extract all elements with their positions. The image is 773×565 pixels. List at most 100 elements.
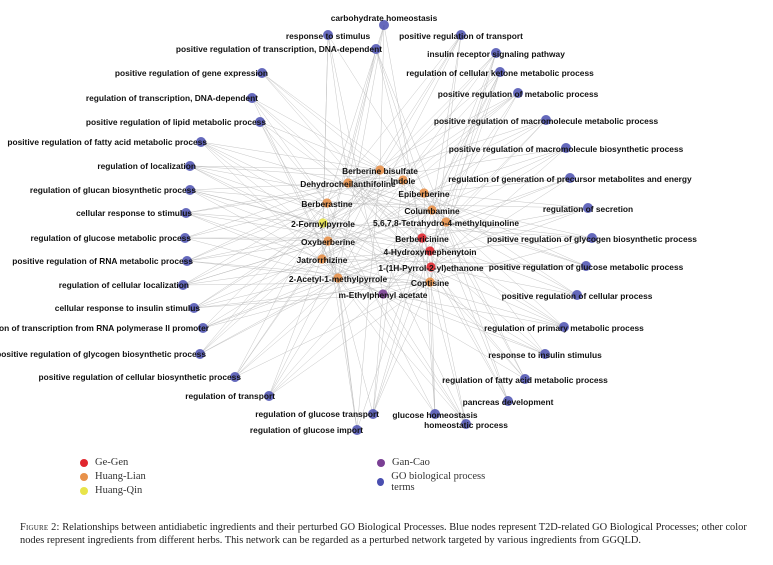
network-edge: [423, 192, 526, 380]
ingredient-node: [375, 165, 385, 175]
network-edge: [186, 240, 329, 262]
network-edge: [429, 71, 501, 283]
network-edge: [382, 71, 501, 295]
network-edge: [200, 141, 339, 279]
go-term-node: [247, 93, 257, 103]
legend-label-huang-qin: Huang-Qin: [95, 485, 143, 496]
go-term-node: [189, 303, 199, 313]
ingredient-node: [333, 273, 343, 283]
network-edge: [347, 147, 567, 184]
ingredient-node: [343, 178, 353, 188]
legend-dot-huang-qin: [80, 486, 88, 495]
network-edge: [182, 169, 381, 286]
go-term-node: [180, 233, 190, 243]
network-edge: [321, 258, 587, 267]
go-term-node: [565, 173, 575, 183]
network-edge: [259, 121, 423, 239]
network-edge: [445, 177, 571, 223]
network-edge: [200, 141, 381, 171]
network-edge: [251, 97, 328, 204]
network-edge: [375, 48, 432, 268]
network-edge: [268, 240, 329, 397]
legend-item-go-terms: GO biological process terms: [377, 471, 500, 493]
network-edge: [430, 266, 578, 296]
figure-caption: Figure 2: Relationships between antidiab…: [20, 521, 755, 548]
network-edge: [186, 202, 328, 262]
go-term-node: [491, 48, 501, 58]
ingredient-node: [419, 188, 429, 198]
ingredient-node: [398, 175, 408, 185]
network-edge: [186, 260, 339, 279]
go-term-label: regulation of transport: [185, 391, 275, 401]
legend-label-go-terms: GO biological process terms: [391, 471, 486, 493]
go-term-label: regulation of transcription, DNA-depende…: [86, 93, 258, 103]
legend-label-gan-cao: Gan-Cao: [392, 457, 430, 468]
legend-item-ge-gen: Ge-Gen: [80, 457, 128, 468]
network-edge: [421, 177, 571, 239]
network-edge: [430, 207, 589, 268]
network-edge: [402, 52, 497, 181]
network-edge: [189, 165, 329, 242]
network-edge: [186, 260, 431, 283]
network-edge: [184, 237, 329, 242]
network-edge: [337, 34, 462, 279]
network-edge: [382, 293, 565, 328]
network-edge: [202, 237, 423, 329]
network-edge: [337, 277, 358, 431]
go-term-node: [185, 161, 195, 171]
network-edge: [268, 250, 431, 397]
network-edge: [251, 97, 432, 268]
network-edge: [321, 48, 377, 260]
network-edge: [431, 71, 501, 211]
network-edge: [268, 209, 433, 397]
go-term-label: regulation of localization: [97, 161, 196, 171]
network-nodes: [178, 20, 597, 435]
ingredient-node: [425, 277, 435, 287]
ingredient-node: [323, 236, 333, 246]
network-edge: [382, 119, 547, 295]
network-edge: [402, 92, 519, 181]
network-edge: [430, 266, 509, 402]
network-edge: [382, 293, 467, 425]
network-edge: [379, 24, 385, 171]
network-edge: [193, 222, 324, 309]
ingredient-node: [318, 218, 328, 228]
network-edge: [182, 179, 404, 286]
network-edge: [234, 281, 431, 378]
legend-label-ge-gen: Ge-Gen: [95, 457, 129, 468]
legend: Ge-Gen Huang-Lian Huang-Qin Gan-Cao GO b…: [80, 457, 500, 517]
network-edge: [322, 222, 467, 425]
go-term-node: [195, 349, 205, 359]
network-edge: [182, 240, 329, 286]
network-edge: [379, 34, 462, 171]
network-edge: [259, 121, 329, 242]
go-term-label: positive regulation of glycogen biosynth…: [0, 349, 206, 359]
network-edge: [261, 72, 432, 268]
network-edge: [421, 207, 589, 239]
network-edge: [185, 182, 349, 214]
go-term-node: [230, 372, 240, 382]
network-edge: [202, 266, 432, 329]
network-edge: [234, 169, 381, 378]
network-edge: [347, 182, 526, 380]
go-term-node: [540, 349, 550, 359]
network-edge: [445, 147, 567, 223]
go-term-node: [461, 419, 471, 429]
go-term-node: [561, 143, 571, 153]
network-edge: [321, 258, 467, 425]
go-term-label: positive regulation of gene expression: [115, 68, 268, 78]
network-edge: [261, 72, 425, 194]
legend-dot-huang-lian: [80, 472, 88, 481]
ingredient-node: [378, 289, 388, 299]
go-term-node: [587, 233, 597, 243]
network-edge: [327, 34, 349, 184]
go-term-node: [495, 67, 505, 77]
go-term-label: regulation of glucose transport: [255, 409, 379, 419]
legend-item-huang-qin: Huang-Qin: [80, 485, 142, 496]
network-edge: [402, 179, 565, 328]
network-edge: [199, 169, 381, 355]
network-edge: [193, 250, 431, 309]
network-edge: [184, 237, 339, 279]
go-term-node: [456, 30, 466, 40]
go-term-node: [264, 391, 274, 401]
